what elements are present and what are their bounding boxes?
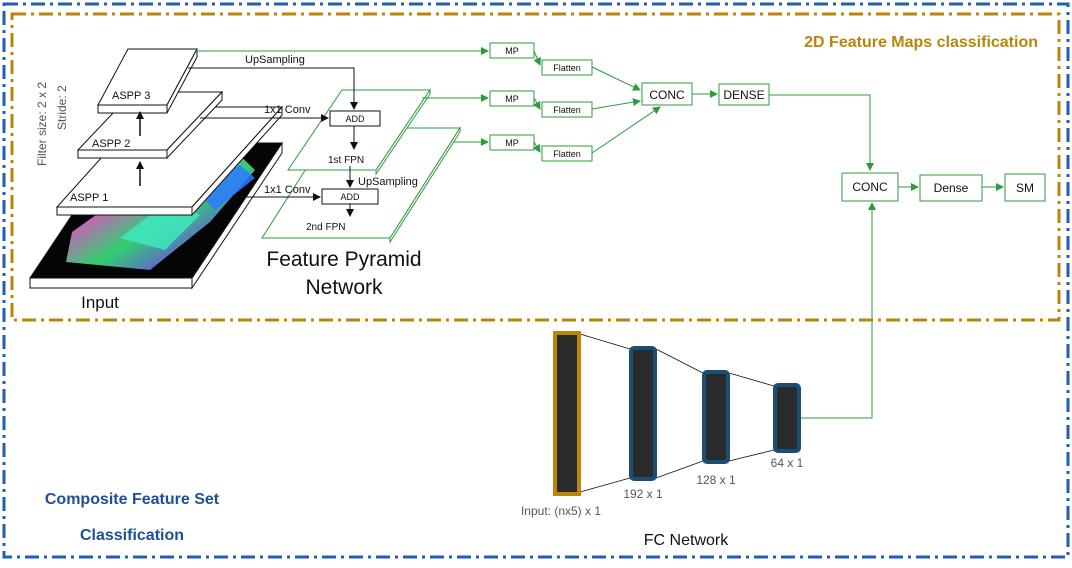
fc-layer-64 — [773, 383, 801, 453]
dense-to-conc2 — [769, 94, 874, 171]
aspp-3-layer — [97, 48, 198, 114]
fc-network-title: FC Network — [644, 532, 729, 549]
upsampling-mid-label: UpSampling — [358, 176, 418, 188]
fc-layer-192 — [629, 346, 657, 481]
upsampling-arrow-top — [188, 67, 358, 110]
flatten-to-conc-3 — [591, 106, 661, 154]
flatten-to-conc-2 — [591, 98, 641, 110]
dense-label-2: Dense — [934, 181, 969, 195]
head-row-1: MP Flatten — [196, 42, 593, 76]
filter-size-label: Filter size: 2 x 2 — [35, 82, 49, 166]
fc-layer-192-label: 192 x 1 — [623, 487, 663, 501]
flatten-label-1: Flatten — [553, 63, 581, 73]
fc-input-label: Input: (nx5) x 1 — [521, 504, 601, 518]
dense-label-1: DENSE — [723, 88, 764, 102]
fpn-2-label: 2nd FPN — [306, 222, 345, 233]
flatten-box-3 — [541, 145, 593, 162]
aspp-3-label: ASPP 3 — [112, 90, 150, 102]
mp-label-2: MP — [505, 94, 519, 104]
sm-box — [1004, 173, 1046, 202]
mp-label-3: MP — [505, 138, 519, 148]
fc-to-conc2 — [801, 202, 876, 419]
fc-layer-128 — [702, 370, 730, 464]
aspp-1-layer — [55, 105, 284, 217]
fc-layer-64-label: 64 x 1 — [771, 456, 804, 470]
fc-layer-128-label: 128 x 1 — [696, 473, 736, 487]
upsampling-top-label: UpSampling — [245, 54, 305, 66]
head-row-3: MP Flatten — [454, 134, 593, 162]
stride-label: Stride: 2 — [55, 85, 69, 130]
flatten-label-3: Flatten — [553, 149, 581, 159]
conv-1-label: 1x1 Conv — [264, 104, 311, 116]
input-label: Input — [81, 293, 119, 312]
composite-title-line2: Classification — [80, 527, 184, 544]
dense-box-2 — [919, 174, 983, 202]
fc-input-layer — [553, 331, 581, 496]
conc-box-2 — [841, 172, 899, 202]
conv-2-label: 1x1 Conv — [264, 184, 311, 196]
mp-box-1 — [489, 42, 535, 59]
add-box-1 — [329, 110, 381, 127]
flatten-label-2: Flatten — [553, 105, 581, 115]
composite-region-frame — [2, 2, 1070, 559]
sm-label: SM — [1016, 181, 1034, 195]
fc-network — [553, 331, 801, 496]
composite-title-line1: Composite Feature Set — [45, 491, 220, 508]
feature-maps-title: 2D Feature Maps classification — [804, 34, 1038, 51]
conc-label-2: CONC — [852, 180, 888, 194]
aspp-2-label: ASPP 2 — [92, 138, 130, 150]
flatten-box-2 — [541, 101, 593, 118]
add-box-1-label: ADD — [345, 114, 365, 124]
aspp-2-layer — [76, 90, 224, 160]
conc-label-1: CONC — [649, 88, 685, 102]
fpn-1-label: 1st FPN — [328, 155, 364, 166]
feature-maps-region-frame — [10, 12, 1061, 322]
aspp-1-label: ASPP 1 — [70, 192, 108, 204]
head-row-2: MP Flatten — [422, 90, 593, 118]
fpn-title-line1: Feature Pyramid — [266, 248, 421, 271]
add-box-2-label: ADD — [340, 192, 360, 202]
mp-label-1: MP — [505, 46, 519, 56]
flatten-to-conc-1 — [591, 66, 641, 91]
fpn-title-line2: Network — [305, 276, 383, 299]
